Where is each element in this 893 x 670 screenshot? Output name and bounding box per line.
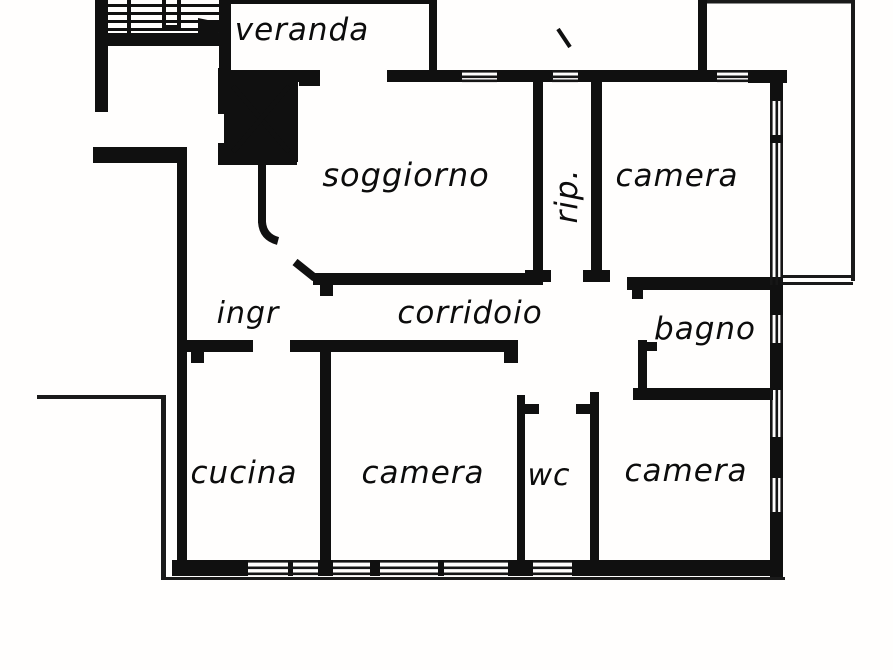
- entry-door: [258, 165, 280, 245]
- window-balcony-top: [717, 70, 748, 83]
- windows: [248, 70, 783, 576]
- soggiorno-door-leaf: [292, 258, 318, 282]
- label-ripostiglio: rip.: [549, 169, 585, 224]
- room-labels: veranda soggiorno rip. camera ingr corri…: [191, 12, 756, 493]
- label-camera-top: camera: [615, 158, 738, 194]
- window-wc-bottom: [533, 560, 572, 576]
- label-bagno: bagno: [654, 311, 756, 347]
- balcony-left-strip: [37, 395, 785, 580]
- staircase: [95, 0, 231, 112]
- window-camera-right: [770, 390, 783, 512]
- label-cucina: cucina: [191, 455, 298, 491]
- window-camera-mid-bottom: [333, 560, 508, 576]
- window-soggiorno-top: [462, 70, 497, 83]
- doors: [258, 27, 572, 282]
- label-soggiorno: soggiorno: [322, 156, 489, 194]
- label-camera-right: camera: [624, 453, 747, 489]
- window-camera-top-right: [770, 100, 783, 285]
- label-wc: wc: [527, 458, 570, 493]
- label-camera-mid: camera: [361, 455, 484, 491]
- label-ingresso: ingr: [217, 296, 280, 331]
- label-veranda: veranda: [235, 12, 369, 48]
- elevator-x-icon: [231, 84, 291, 154]
- window-rip-top: [552, 70, 578, 83]
- walls: [93, 0, 787, 578]
- label-corridoio: corridoio: [397, 295, 542, 331]
- window-cucina-bottom: [248, 560, 318, 576]
- stray-mark: [556, 27, 572, 49]
- window-bagno: [770, 315, 783, 343]
- balcony-right: [707, 0, 855, 285]
- elevator: [218, 68, 298, 165]
